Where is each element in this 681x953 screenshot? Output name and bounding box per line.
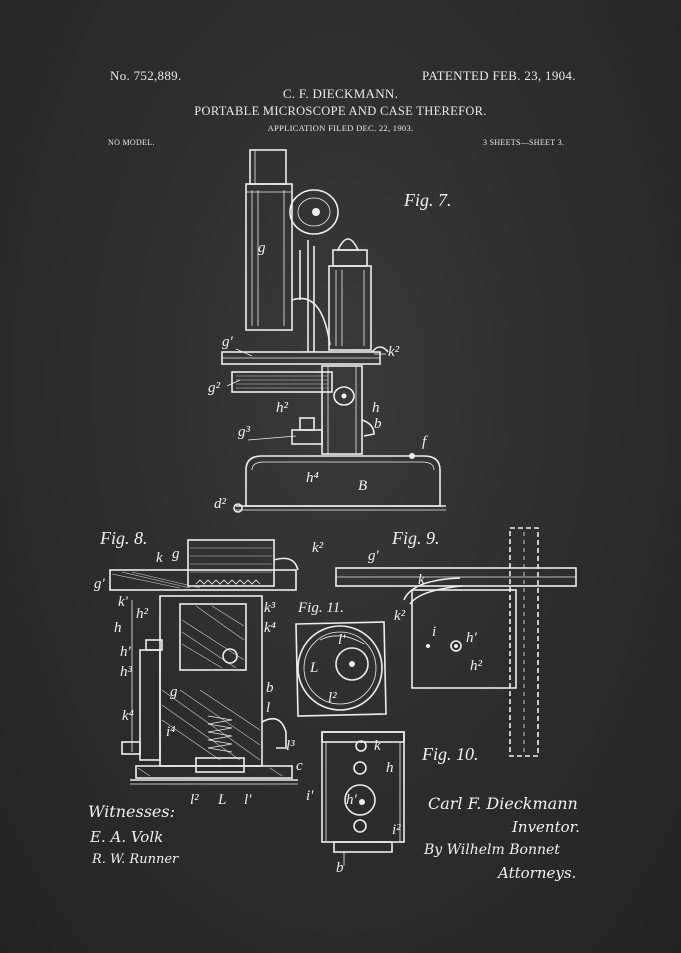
fig7-label-g3: g³ (238, 424, 250, 440)
attorney-signature: By Wilhelm Bonnet (424, 842, 560, 858)
fig10-label-i2: i² (392, 822, 401, 838)
witness-1-signature: E. A. Volk (90, 828, 164, 846)
inventor-signature: Carl F. Dieckmann (428, 794, 578, 813)
attorneys-label: Attorneys. (498, 864, 577, 882)
fig8-label-k: k (156, 550, 163, 566)
fig7-label-f: f (422, 434, 427, 450)
fig8-drawing (109, 539, 299, 785)
fig8-label-l: l (266, 700, 271, 716)
fig7-drawing (221, 149, 446, 513)
fig9-drawing (335, 527, 577, 757)
patent-number: No. 752,889. (110, 68, 182, 83)
fig10-title: Fig. 10. (422, 744, 479, 764)
fig7-label-g2: g² (208, 380, 220, 396)
fig7-label-h2: h² (276, 400, 288, 416)
fig8-label-h3: h³ (120, 664, 132, 680)
fig11-label-l2: l² (328, 690, 337, 706)
model-note: NO MODEL. (108, 138, 155, 147)
fig8-label-k4: k⁴ (264, 620, 276, 636)
fig8-label-g10: g (170, 684, 178, 700)
fig8-label-L: L (218, 792, 227, 808)
fig8-label-l3: l³ (286, 738, 295, 754)
fig8-label-h2: h² (136, 606, 148, 622)
fig7-label-d2: d² (214, 496, 226, 512)
fig10-label-k: k (374, 738, 381, 754)
fig9-label-h1: h' (466, 630, 477, 646)
fig8-label-b: b (266, 680, 274, 696)
patent-date: PATENTED FEB. 23, 1904. (422, 68, 576, 83)
fig8-label-l1: l' (244, 792, 252, 808)
fig9-label-g1: g' (368, 548, 379, 564)
fig9-label-k2: k² (394, 608, 406, 624)
fig8-title: Fig. 8. (100, 528, 148, 548)
sheet-count: 3 SHEETS—SHEET 3. (483, 138, 565, 147)
fig7-label-B: B (358, 478, 368, 494)
fig8-label-k1: k' (118, 594, 128, 610)
fig11-title: Fig. 11. (298, 600, 344, 616)
fig8-label-k2: k² (312, 540, 324, 556)
fig7-label-k2: k² (388, 344, 400, 360)
fig11-label-l1: l' (338, 632, 346, 648)
fig8-label-h: h (114, 620, 122, 636)
fig7-label-g: g (258, 240, 266, 256)
fig9-label-k: k (418, 572, 425, 588)
fig7-title: Fig. 7. (404, 190, 452, 210)
fig8-label-l2: l² (190, 792, 199, 808)
witness-2-signature: R. W. Runner (92, 852, 179, 867)
fig9-label-h2: h² (470, 658, 482, 674)
inventor-name: C. F. DIECKMANN. (282, 86, 399, 101)
fig7-label-b: b (374, 416, 382, 432)
fig9-label-i: i (432, 624, 437, 640)
fig8-label-k3: k³ (264, 600, 276, 616)
fig7-label-h4: h⁴ (306, 470, 319, 486)
fig8-label-h4: k⁴ (122, 708, 134, 724)
fig8-label-g1: g' (94, 576, 105, 592)
fig8-label-i4: i⁴ (166, 724, 176, 740)
fig10-label-h1: h' (346, 792, 357, 808)
fig7-label-h: h (372, 400, 380, 416)
fig9-title: Fig. 9. (392, 528, 440, 548)
fig10-label-i1: i' (306, 788, 314, 804)
witnesses-label: Witnesses: (88, 802, 175, 821)
fig8-label-c: c (296, 758, 303, 774)
fig7-label-g1: g' (222, 334, 233, 350)
patent-title: PORTABLE MICROSCOPE AND CASE THEREFOR. (194, 104, 487, 118)
fig10-label-b: b (336, 860, 344, 876)
fig11-drawing (295, 621, 387, 717)
fig10-label-h: h (386, 760, 394, 776)
fig11-label-L: L (310, 660, 319, 676)
fig8-label-h1: h' (120, 644, 131, 660)
application-filed: APPLICATION FILED DEC. 22, 1903. (267, 123, 414, 133)
fig8-label-g: g (172, 546, 180, 562)
fig10-drawing (321, 731, 405, 866)
inventor-label: Inventor. (512, 818, 580, 836)
